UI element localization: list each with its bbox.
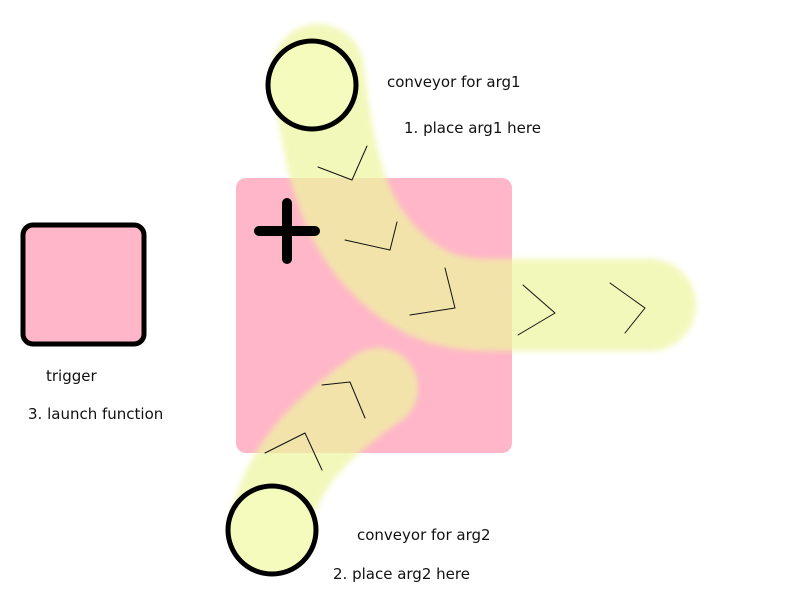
plus-icon — [254, 198, 320, 264]
conveyor-arg1-label: conveyor for arg1 — [387, 73, 521, 91]
conveyor-arg2-instruction: 2. place arg2 here — [333, 565, 470, 583]
chevron-icon — [317, 145, 368, 181]
arg1-socket[interactable] — [265, 38, 359, 132]
trigger-label: trigger — [46, 367, 97, 385]
chevron-icon — [321, 381, 366, 419]
conveyor-arg2-label: conveyor for arg2 — [357, 526, 491, 544]
chevron-icon — [517, 284, 556, 336]
arg2-socket[interactable] — [225, 483, 319, 577]
chevron-icon — [609, 282, 646, 334]
chevron-icon — [264, 432, 323, 471]
chevron-icon — [409, 267, 456, 316]
trigger-instruction: 3. launch function — [28, 405, 164, 423]
conveyor-arg1-instruction: 1. place arg1 here — [404, 119, 541, 137]
operator-block[interactable] — [236, 178, 512, 453]
conveyor-belt-arg1 — [272, 24, 696, 351]
trigger-button[interactable] — [20, 222, 147, 347]
chevron-icon — [344, 221, 398, 251]
